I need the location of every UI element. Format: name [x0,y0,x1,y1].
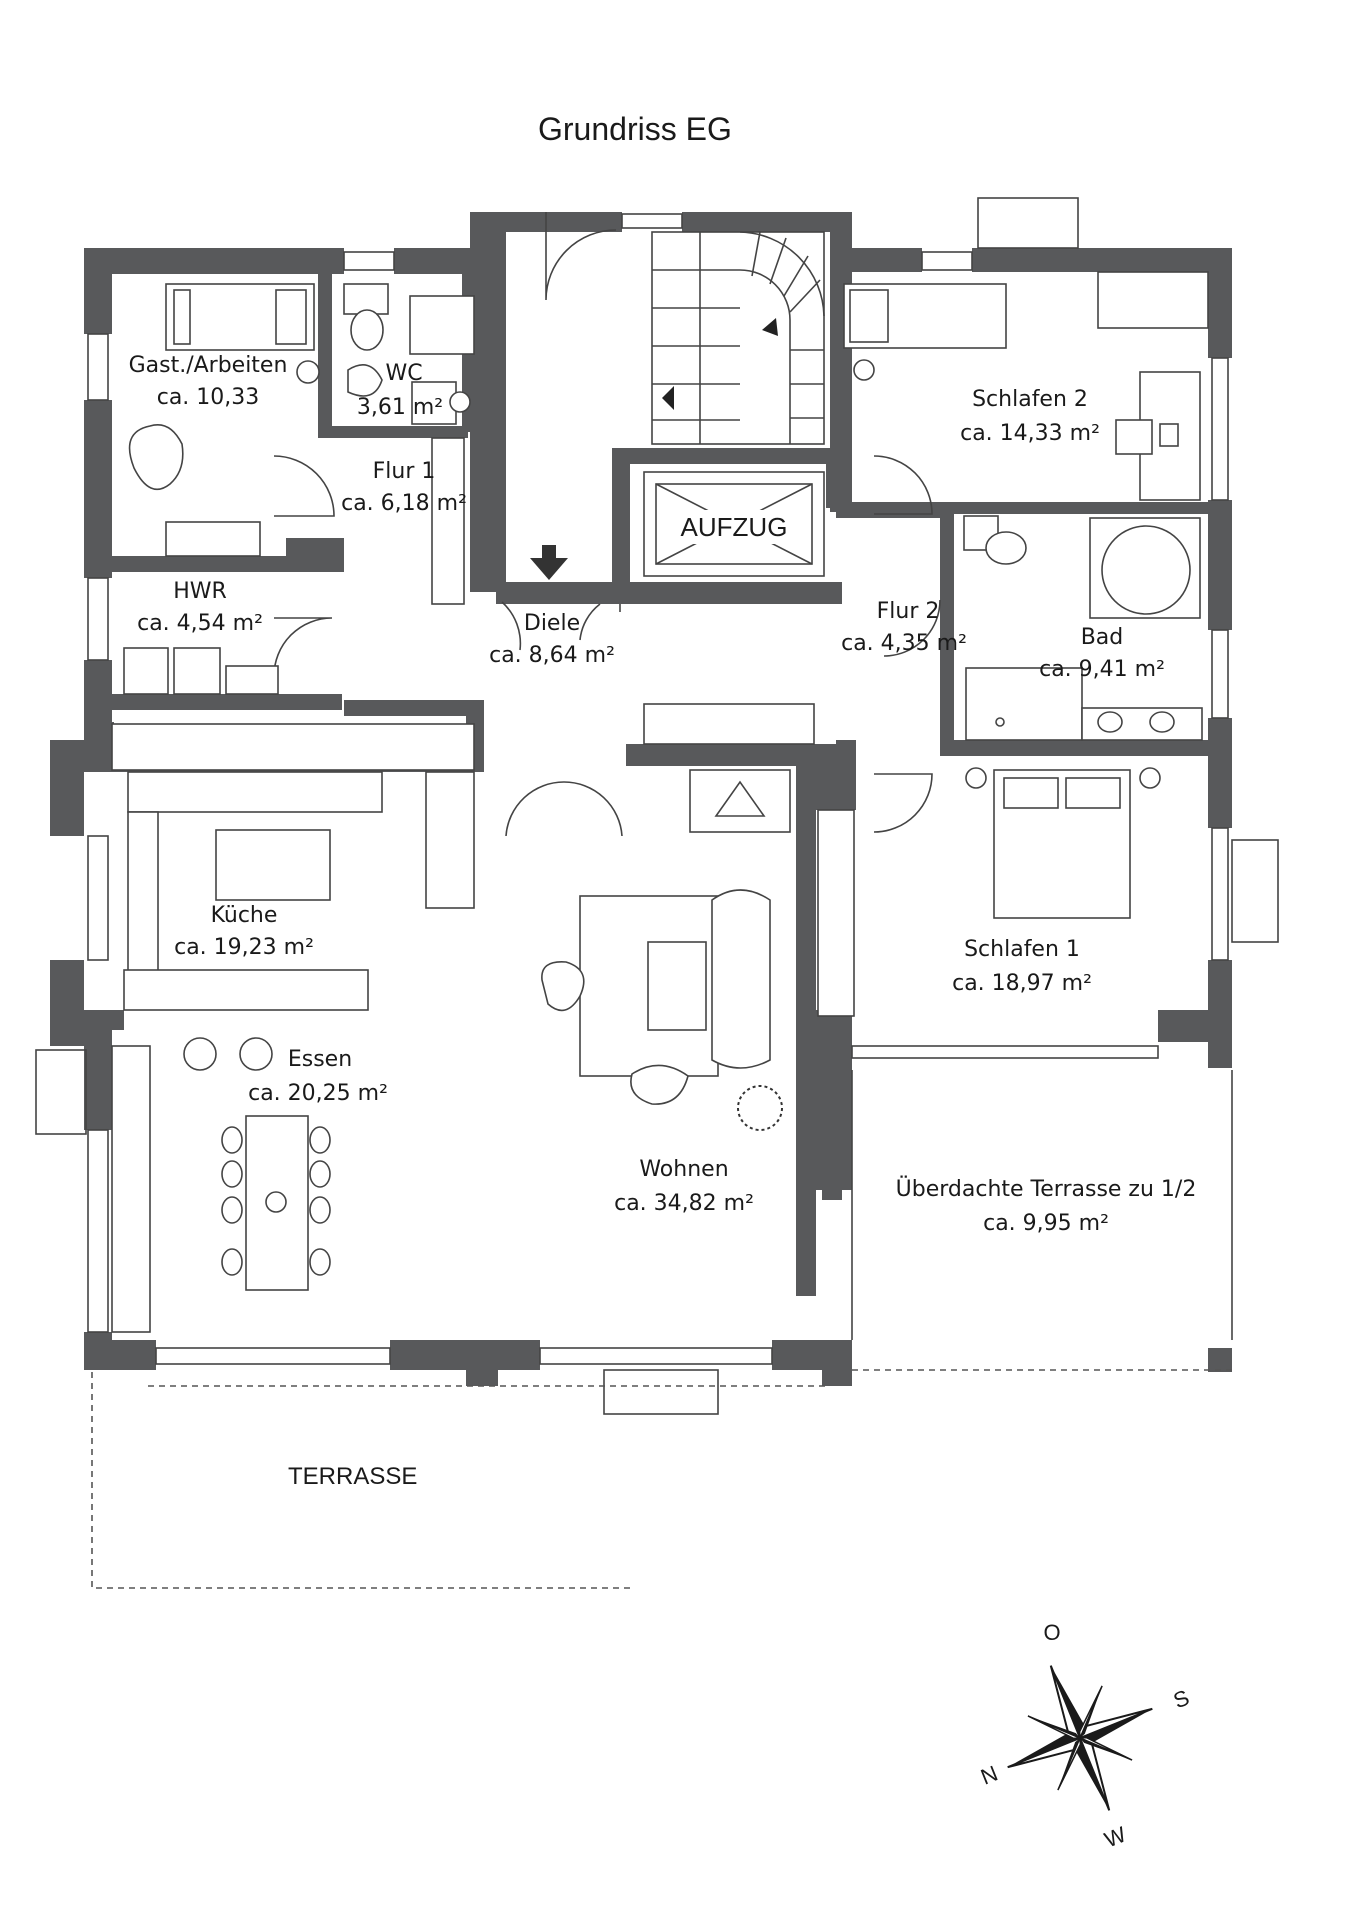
room-area-terrasse-ueberdacht: ca. 9,95 m² [983,1211,1109,1236]
furniture [111,271,1209,1333]
doors [273,212,941,837]
room-area-flur2: ca. 4,35 m² [841,631,967,656]
elevator-label: AUFZUG [681,512,788,542]
room-name-schlafen2: Schlafen 2 [972,387,1088,412]
room-labels: Gast./Arbeiten ca. 10,33 WC 3,61 m² Flur… [129,353,1197,1490]
entrance-arrow-icon [530,558,568,580]
room-area-essen: ca. 20,25 m² [248,1081,388,1106]
room-name-diele: Diele [524,611,580,636]
room-name-hwr: HWR [173,579,227,604]
compass-label-o: O [1043,1620,1060,1645]
compass-label-w: W [1101,1821,1130,1852]
compass-label-s: S [1170,1685,1193,1714]
room-name-kueche: Küche [211,903,278,928]
room-area-wc: 3,61 m² [357,395,443,420]
room-area-diele: ca. 8,64 m² [489,643,615,668]
room-area-gast: ca. 10,33 [157,385,260,410]
room-area-hwr: ca. 4,54 m² [137,611,263,636]
room-area-flur1: ca. 6,18 m² [341,491,467,516]
room-area-kueche: ca. 19,23 m² [174,935,314,960]
room-name-flur1: Flur 1 [373,459,436,484]
room-area-bad: ca. 9,41 m² [1039,657,1165,682]
compass-rose-icon [1007,1665,1153,1811]
room-area-schlafen2: ca. 14,33 m² [960,421,1100,446]
staircase [651,231,825,445]
elevator: AUFZUG [643,471,825,577]
room-name-bad: Bad [1081,625,1124,650]
room-name-terrasse-ueberdacht: Überdachte Terrasse zu 1/2 [896,1176,1197,1202]
room-name-schlafen1: Schlafen 1 [964,937,1080,962]
terrace-label: TERRASSE [288,1463,417,1490]
compass-label-n: N [977,1760,1001,1789]
terrace-outline [91,1070,1233,1589]
windows [35,197,1279,1415]
room-name-essen: Essen [288,1047,352,1072]
walls [50,212,1232,1386]
room-name-wc: WC [385,361,422,386]
room-name-wohnen: Wohnen [639,1157,728,1182]
plan-title: Grundriss EG [538,111,732,147]
room-name-gast: Gast./Arbeiten [129,353,288,378]
room-area-wohnen: ca. 34,82 m² [614,1191,754,1216]
room-area-schlafen1: ca. 18,97 m² [952,971,1092,996]
room-name-flur2: Flur 2 [877,599,940,624]
